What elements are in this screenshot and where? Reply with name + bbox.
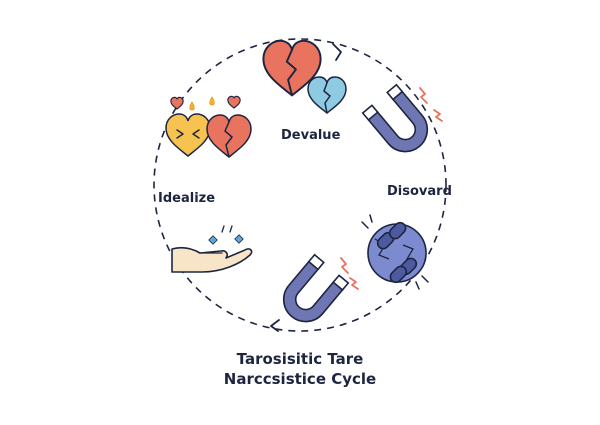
open-hand-icon — [171, 246, 253, 273]
diagram-title-line-2: Narccsistice Cycle — [223, 370, 377, 388]
broken-heart-blue-icon — [307, 76, 347, 114]
cycle-arrow-icon — [270, 319, 280, 332]
sparkle-line-icon — [221, 225, 233, 233]
heart-yellow-icon — [165, 113, 211, 157]
broken-heart-red-icon — [206, 114, 252, 158]
stage-label-discard: Disovard — [387, 184, 452, 199]
cycle-ring — [153, 38, 447, 332]
sparkle-icon — [208, 234, 244, 245]
stage-label-devalue: Devalue — [281, 128, 341, 143]
cycle-arrow-icon — [332, 43, 342, 61]
diagram-title-line-1: Tarosisitic Tare — [236, 350, 364, 368]
stage-label-idealize: Idealize — [158, 191, 216, 206]
broken-heart-red-icon — [262, 39, 322, 97]
spark-icon — [361, 214, 429, 290]
spark-icon — [419, 87, 443, 122]
spark-icon — [340, 257, 359, 290]
magnet-icon — [282, 253, 350, 323]
droplet-icon — [189, 96, 215, 111]
small-heart-icon — [170, 95, 241, 110]
broken-chain-icon — [367, 221, 427, 284]
magnet-icon — [361, 83, 429, 153]
